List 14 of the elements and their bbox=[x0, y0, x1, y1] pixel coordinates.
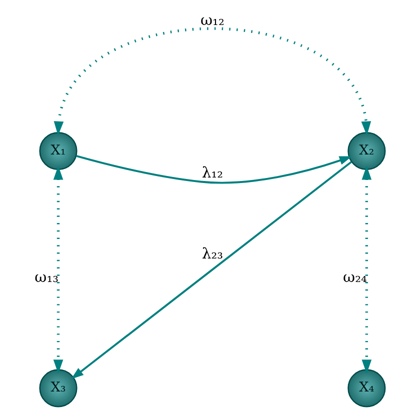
node-circle: X₂ bbox=[348, 132, 386, 170]
edge-label: λ₂₃ bbox=[202, 246, 224, 263]
arrow bbox=[54, 27, 372, 136]
node-circle: X₄ bbox=[348, 369, 386, 408]
arrow bbox=[53, 166, 64, 374]
edge-label: ω₂₄ bbox=[343, 268, 367, 286]
node-circle: X₃ bbox=[39, 369, 78, 408]
arrow bbox=[71, 161, 352, 380]
edge-label: λ₁₂ bbox=[202, 164, 224, 182]
node-circle: X₁ bbox=[39, 132, 78, 170]
edge-label: ω₁₃ bbox=[34, 268, 59, 286]
arrow bbox=[76, 154, 352, 184]
edge-label: ω₁₂ bbox=[200, 12, 224, 30]
arrow bbox=[362, 166, 372, 374]
